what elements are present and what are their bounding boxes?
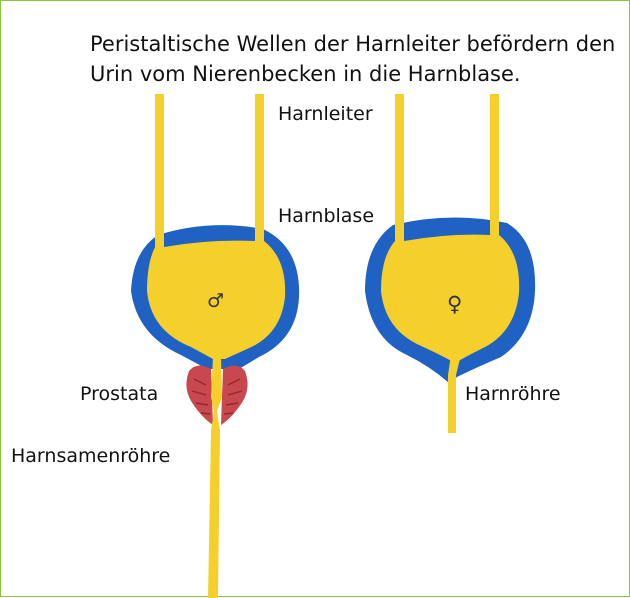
- male-urinary-system: ♂: [131, 94, 299, 598]
- male-right-ureter: [255, 94, 264, 256]
- female-right-ureter: [490, 94, 499, 247]
- label-ureter: Harnleiter: [278, 103, 373, 125]
- prostate-right-lobe: [221, 365, 248, 425]
- female-left-ureter: [395, 94, 404, 254]
- label-bladder: Harnblase: [278, 205, 374, 227]
- male-left-ureter: [155, 94, 164, 262]
- label-prostate: Prostata: [80, 383, 158, 405]
- caption-line-1: Peristaltische Wellen der Harnleiter bef…: [90, 32, 615, 56]
- caption-line-2: Urin vom Nierenbecken in die Harnblase.: [90, 62, 521, 86]
- prostate-left-lobe: [186, 365, 213, 425]
- female-symbol: ♀: [447, 292, 462, 316]
- label-male-urethra: Harnsamenröhre: [11, 445, 170, 467]
- label-female-urethra: Harnröhre: [465, 383, 561, 405]
- male-symbol: ♂: [207, 290, 224, 312]
